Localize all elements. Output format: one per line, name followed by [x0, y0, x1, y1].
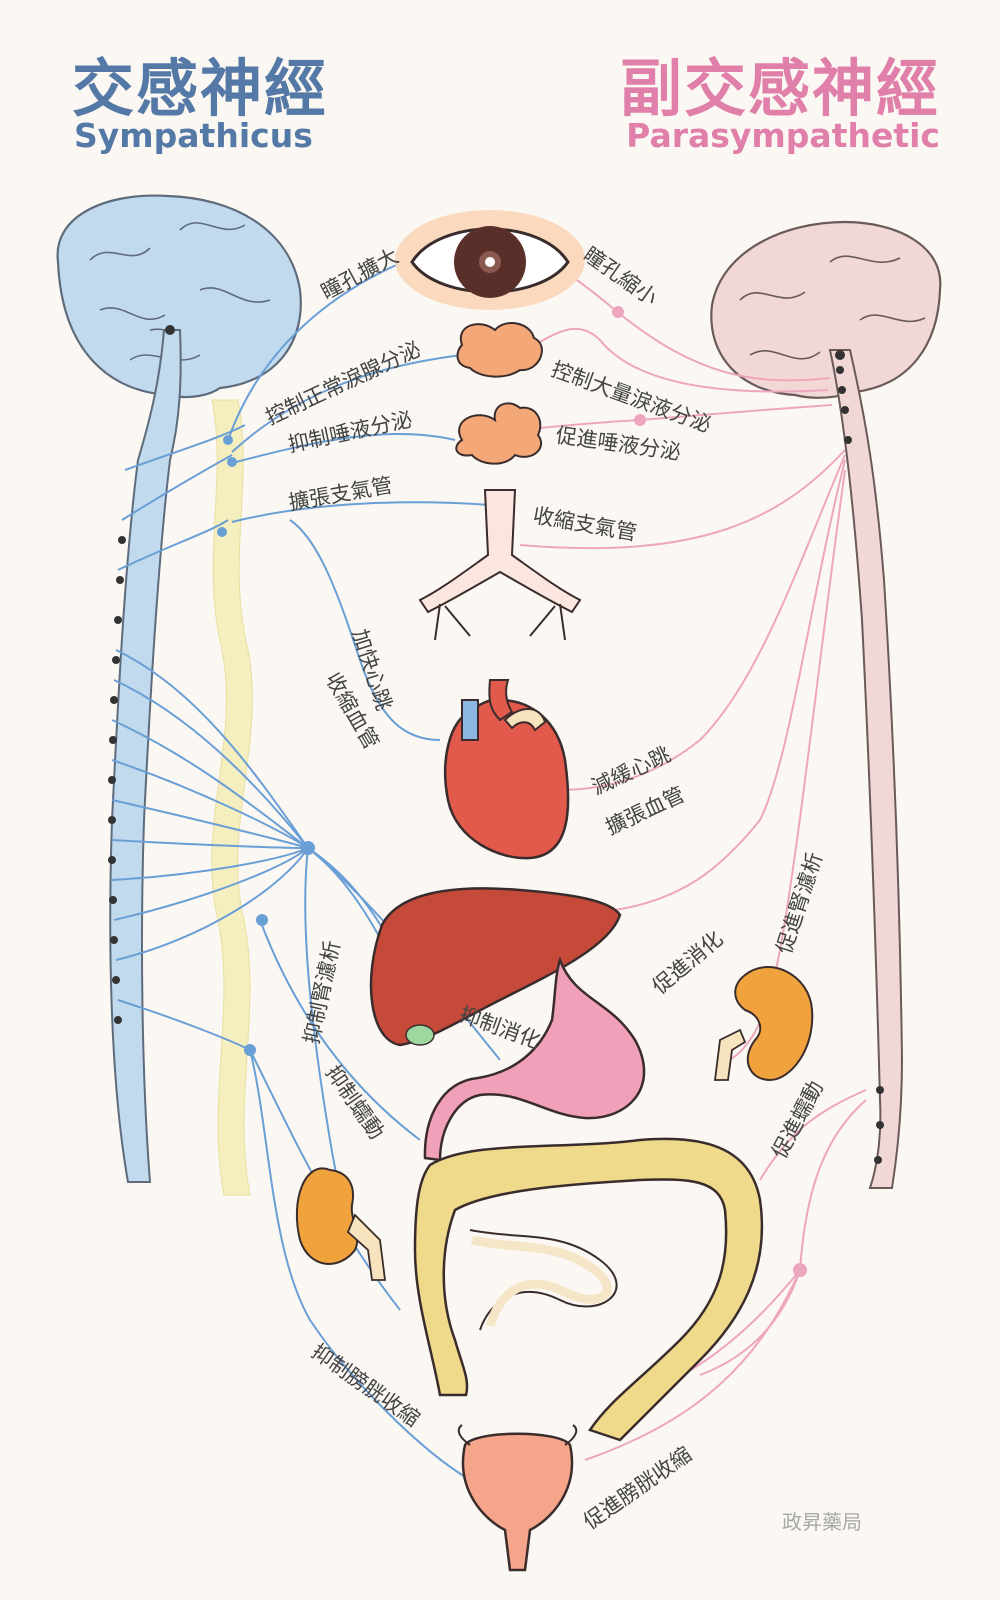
label-digest-inhibit: 抑制消化 [456, 1002, 543, 1053]
label-peristalsis-inhibit: 抑制蠕動 [321, 1061, 389, 1144]
salivary-gland [455, 402, 543, 465]
parasympathetic-title-en: Parasympathetic [626, 116, 940, 155]
sympathetic-ganglion-chain [211, 399, 253, 1196]
sympathetic-title-en: Sympathicus [74, 116, 313, 155]
sympathetic-title-zh: 交感神經 [72, 52, 329, 125]
label-pupil-constrict: 瞳孔縮小 [579, 242, 662, 310]
credit-text: 政昇藥局 [782, 1510, 862, 1534]
lacrimal-gland [456, 322, 543, 378]
label-pupil-dilate: 瞳孔擴大 [317, 244, 402, 305]
bronchi [418, 489, 582, 641]
label-kidney-promote: 促進腎濾析 [772, 849, 827, 956]
label-peristalsis-promote: 促進蠕動 [767, 1077, 828, 1162]
label-bronchi-dilate: 擴張支氣管 [287, 473, 395, 515]
bladder [457, 1424, 578, 1572]
right-brain [710, 220, 942, 1189]
parasympathetic-spinal-dots [836, 366, 884, 1164]
label-saliva-promote: 促進唾液分泌 [554, 423, 682, 464]
liver [369, 887, 622, 1047]
stomach [423, 956, 646, 1162]
intestines [413, 1137, 764, 1442]
eye-organ [395, 210, 585, 310]
heart [444, 679, 570, 860]
label-bladder-inhibit: 抑制膀胱收縮 [307, 1339, 424, 1431]
left-brain [56, 194, 302, 1183]
sympathetic-spinal-dots [108, 536, 126, 1024]
kidney-left [295, 1167, 387, 1281]
label-saliva-inhibit: 抑制唾液分泌 [286, 407, 414, 457]
label-bronchi-constrict: 收縮支氣管 [531, 503, 639, 545]
label-digest-promote: 促進消化 [648, 926, 728, 998]
parasympathetic-title-zh: 副交感神經 [619, 52, 940, 125]
kidney-right [713, 966, 814, 1082]
